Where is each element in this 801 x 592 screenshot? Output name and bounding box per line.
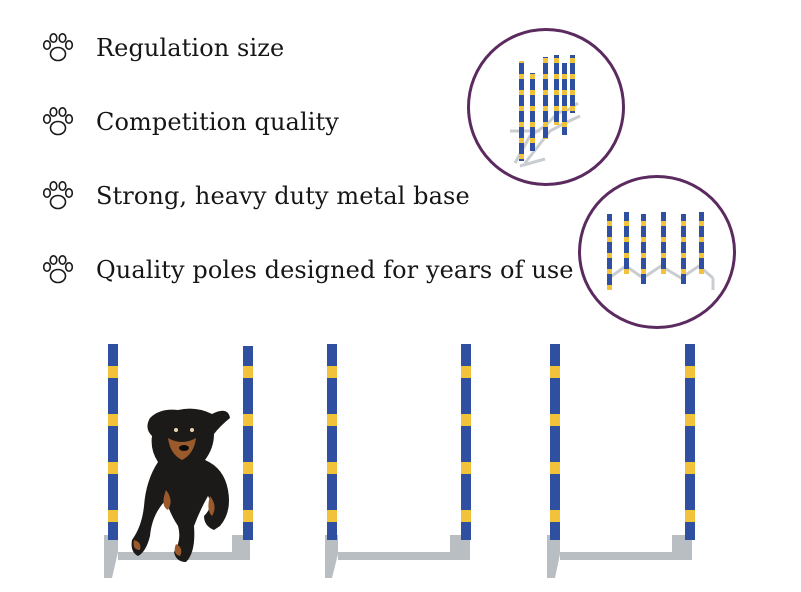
weave-poles-row-image	[607, 212, 715, 290]
paw-print-icon	[42, 107, 74, 136]
feature-item-quality-poles: Quality poles designed for years of use	[40, 250, 574, 290]
feature-item-metal-base: Strong, heavy duty metal base	[40, 176, 470, 216]
feature-item-competition-quality: Competition quality	[40, 102, 339, 142]
paw-print-icon	[42, 181, 74, 210]
feature-label: Regulation size	[96, 34, 285, 62]
weave-poles-angled-thumbnail	[467, 28, 625, 186]
weave-poles-product-photo	[104, 344, 695, 578]
feature-label: Quality poles designed for years of use	[96, 256, 574, 284]
paw-print-icon	[42, 32, 74, 62]
weave-poles-row-thumbnail	[578, 175, 736, 329]
feature-label: Competition quality	[96, 108, 339, 136]
paw-print-icon	[42, 255, 74, 284]
dog-image	[131, 408, 230, 562]
feature-label: Strong, heavy duty metal base	[96, 182, 470, 210]
weave-poles-angled-image	[510, 55, 581, 168]
feature-item-regulation-size: Regulation size	[40, 28, 284, 68]
